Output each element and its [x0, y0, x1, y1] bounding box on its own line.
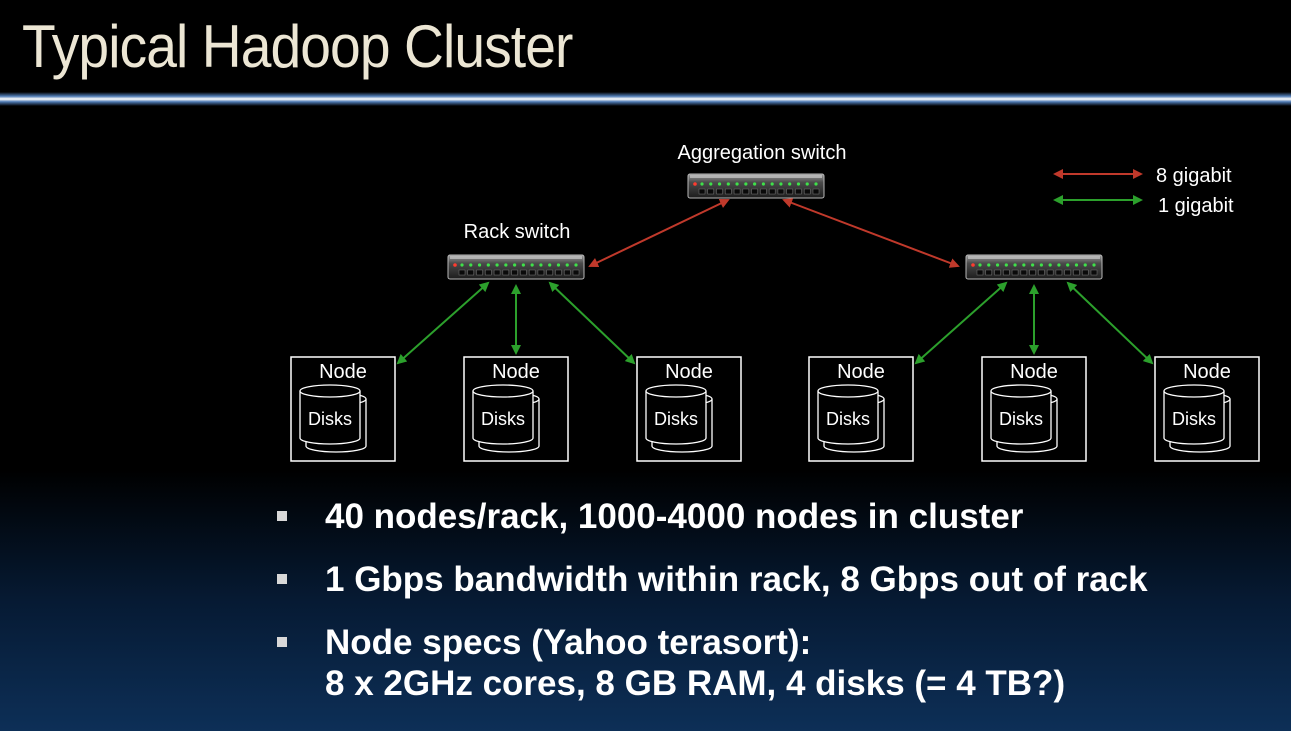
bullet-list: 40 nodes/rack, 1000-4000 nodes in cluste… — [275, 496, 1148, 704]
disks-label: Disks — [308, 409, 352, 429]
aggregation-switch — [687, 173, 825, 199]
bullet-text: 8 x 2GHz cores, 8 GB RAM, 4 disks (= 4 T… — [325, 664, 1066, 703]
node-link-4 — [914, 281, 1008, 365]
node-title: Node — [319, 361, 367, 383]
legend: 8 gigabit 1 gigabit — [1053, 165, 1234, 217]
disks-label: Disks — [1172, 409, 1216, 429]
node-link-3 — [548, 281, 636, 365]
node-link-1 — [396, 281, 490, 365]
node-title: Node — [665, 361, 713, 383]
title-underline — [0, 92, 1291, 106]
square-bullet-icon — [277, 637, 287, 647]
disks-icon — [299, 384, 367, 453]
bullet-text: 1 Gbps bandwidth within rack, 8 Gbps out… — [325, 560, 1148, 599]
node-title: Node — [492, 361, 540, 383]
disks-label: Disks — [654, 409, 698, 429]
rack-switch-label: Rack switch — [464, 221, 571, 243]
disks-icon — [472, 384, 540, 453]
node-link-6 — [1066, 281, 1154, 365]
disks-label: Disks — [826, 409, 870, 429]
disks-label: Disks — [999, 409, 1043, 429]
rack-switch-right — [965, 254, 1103, 280]
disks-icon — [1163, 384, 1231, 453]
node-title: Node — [1183, 361, 1231, 383]
uplink-right — [782, 198, 960, 268]
bullet-item: 40 nodes/rack, 1000-4000 nodes in cluste… — [275, 496, 1148, 537]
node-title: Node — [837, 361, 885, 383]
square-bullet-icon — [277, 511, 287, 521]
slide-title: Typical Hadoop Cluster — [22, 13, 573, 80]
bullet-item: 1 Gbps bandwidth within rack, 8 Gbps out… — [275, 559, 1148, 600]
legend-1gbit-label: 1 gigabit — [1158, 195, 1234, 217]
node-title: Node — [1010, 361, 1058, 383]
disks-icon — [990, 384, 1058, 453]
aggregation-switch-label: Aggregation switch — [678, 142, 847, 164]
bullet-item: Node specs (Yahoo terasort):8 x 2GHz cor… — [275, 622, 1148, 704]
bullet-text: Node specs (Yahoo terasort): — [325, 623, 812, 662]
bullet-text: 40 nodes/rack, 1000-4000 nodes in cluste… — [325, 497, 1024, 536]
square-bullet-icon — [277, 574, 287, 584]
disks-icon — [645, 384, 713, 453]
uplink-left — [588, 198, 730, 268]
rack-switch-left — [447, 254, 585, 280]
legend-8gbit-label: 8 gigabit — [1156, 165, 1232, 187]
disks-label: Disks — [481, 409, 525, 429]
disks-icon — [817, 384, 885, 453]
